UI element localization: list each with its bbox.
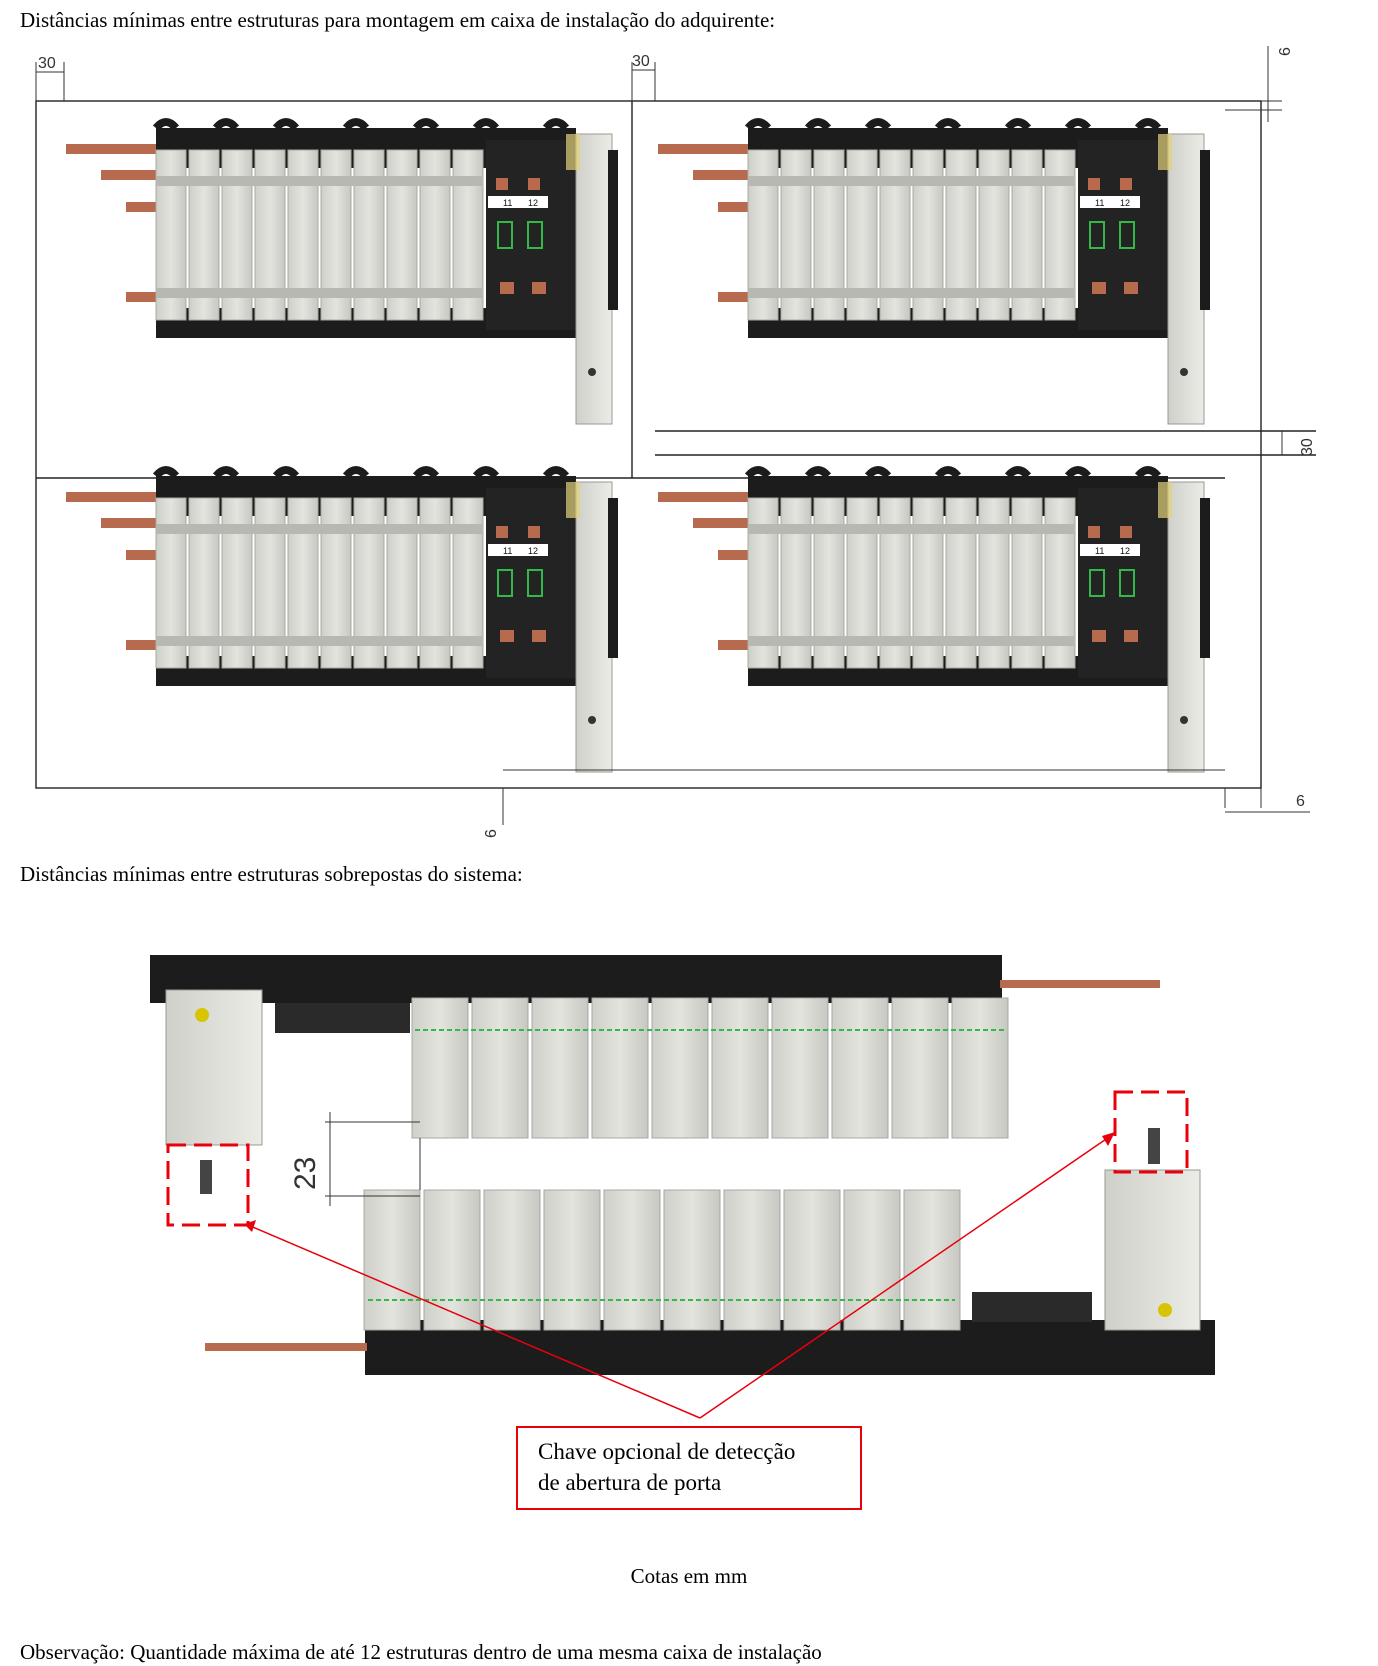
callout-arrows <box>247 1134 1113 1419</box>
dim-left-gap: 30 <box>38 55 56 72</box>
caption-middle: Distâncias mínimas entre estruturas sobr… <box>20 862 523 886</box>
arrowhead-right <box>1102 1132 1115 1146</box>
dimension-overlap <box>325 1112 421 1206</box>
observation-note: Observação: Quantidade máxima de até 12 … <box>20 1640 822 1664</box>
units-caption: Cotas em mm <box>630 1564 748 1588</box>
callout-line-1: Chave opcional de detecção <box>538 1439 796 1464</box>
dim-row-gap: 30 <box>1299 438 1316 456</box>
dim-bottom-gap: 6 <box>483 829 500 838</box>
door-switch-callout: Chave opcional de detecção de abertura d… <box>516 1426 862 1510</box>
meter-structure-top-right <box>658 122 1210 424</box>
callout-line-2: de abertura de porta <box>538 1470 722 1495</box>
arrowhead-left <box>244 1220 256 1232</box>
dim-top-gap: 6 <box>1277 47 1294 56</box>
caption-top: Distâncias mínimas entre estruturas para… <box>20 8 776 32</box>
overlapped-structures <box>150 955 1215 1375</box>
meter-structure-top-left <box>66 122 618 424</box>
dim-right-gap: 6 <box>1296 793 1305 810</box>
dim-overlap: 23 <box>289 1157 322 1190</box>
meter-structure-bottom-right <box>658 470 1210 772</box>
dimension-lines-top <box>35 46 1310 825</box>
dim-mid-gap: 30 <box>632 53 650 70</box>
meter-structure-bottom-left <box>66 470 618 772</box>
